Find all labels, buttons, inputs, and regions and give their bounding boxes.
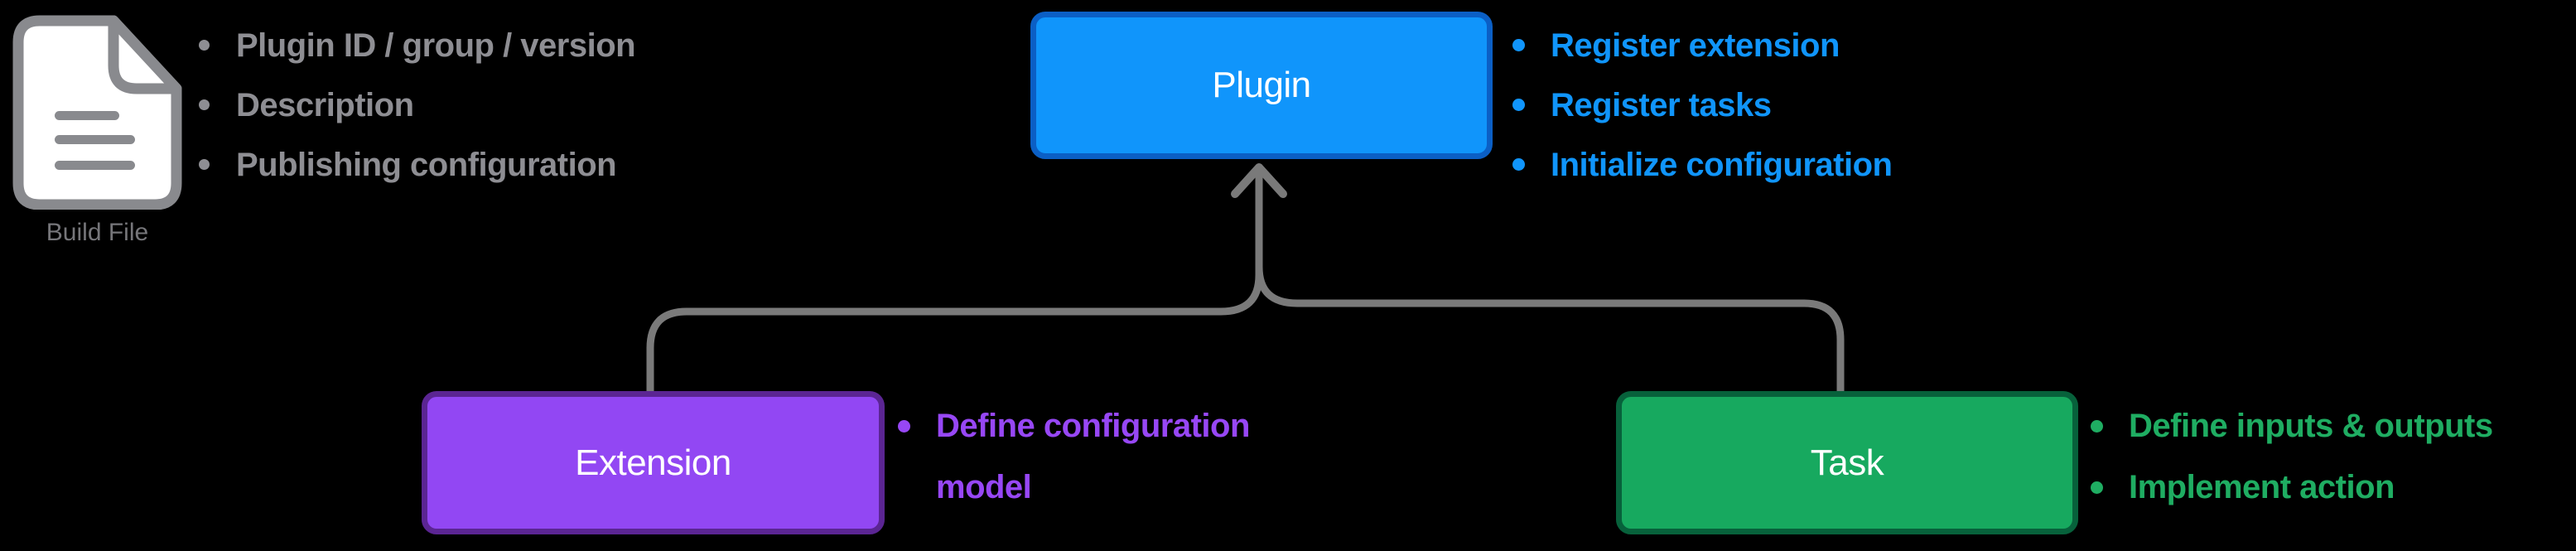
list-item-label: Plugin ID / group / version — [236, 27, 636, 64]
extension-node-label: Extension — [575, 442, 731, 483]
list-item-label: Description — [236, 87, 414, 123]
connector-task-to-plugin — [1255, 167, 1845, 395]
task-node-label: Task — [1810, 442, 1884, 483]
list-item-label: Register extension — [1551, 27, 1840, 64]
list-item-label: Define configuration model — [936, 408, 1250, 505]
list-item: Define inputs & outputs — [2091, 395, 2493, 457]
task-bullet-list: Define inputs & outputs Implement action — [2091, 395, 2493, 518]
plugin-node-label: Plugin — [1212, 65, 1311, 105]
task-node: Task — [1616, 391, 2078, 534]
bullet-dot — [1512, 99, 1525, 111]
build-file-label: Build File — [46, 219, 149, 246]
list-item: Define configuration model — [898, 395, 1300, 518]
bullet-dot — [199, 159, 210, 170]
document-fold — [108, 15, 182, 94]
list-item-label: Define inputs & outputs — [2129, 408, 2493, 444]
bullet-dot — [199, 99, 210, 110]
list-item-label: Publishing configuration — [236, 147, 617, 183]
bullet-dot — [2091, 420, 2103, 433]
list-item: Register extension — [1512, 16, 1892, 75]
extension-bullet-list: Define configuration model — [898, 395, 1300, 518]
list-item-label: Initialize configuration — [1551, 147, 1893, 183]
bullet-dot — [1512, 158, 1525, 171]
document-line — [55, 135, 135, 144]
document-line — [55, 111, 119, 120]
list-item-label: Implement action — [2129, 469, 2395, 505]
list-item-label: Register tasks — [1551, 87, 1772, 123]
list-item: Description — [199, 75, 635, 135]
document-line — [55, 161, 135, 170]
bullet-dot — [2091, 481, 2103, 494]
bullet-dot — [898, 420, 910, 433]
list-item: Publishing configuration — [199, 135, 635, 195]
list-item: Plugin ID / group / version — [199, 16, 636, 75]
document-icon — [12, 15, 182, 210]
extension-node: Extension — [422, 391, 885, 534]
build-file-bullet-list: Plugin ID / group / version Description … — [199, 16, 636, 195]
list-item: Register tasks — [1512, 75, 1892, 135]
arrowhead-icon — [1231, 163, 1287, 198]
bullet-dot — [1512, 39, 1525, 51]
plugin-node: Plugin — [1030, 12, 1493, 159]
bullet-dot — [199, 40, 210, 51]
connector-extension-to-plugin — [646, 167, 1263, 395]
list-item: Initialize configuration — [1512, 135, 1893, 195]
plugin-bullet-list: Register extension Register tasks Initia… — [1512, 16, 1893, 195]
list-item: Implement action — [2091, 457, 2493, 518]
